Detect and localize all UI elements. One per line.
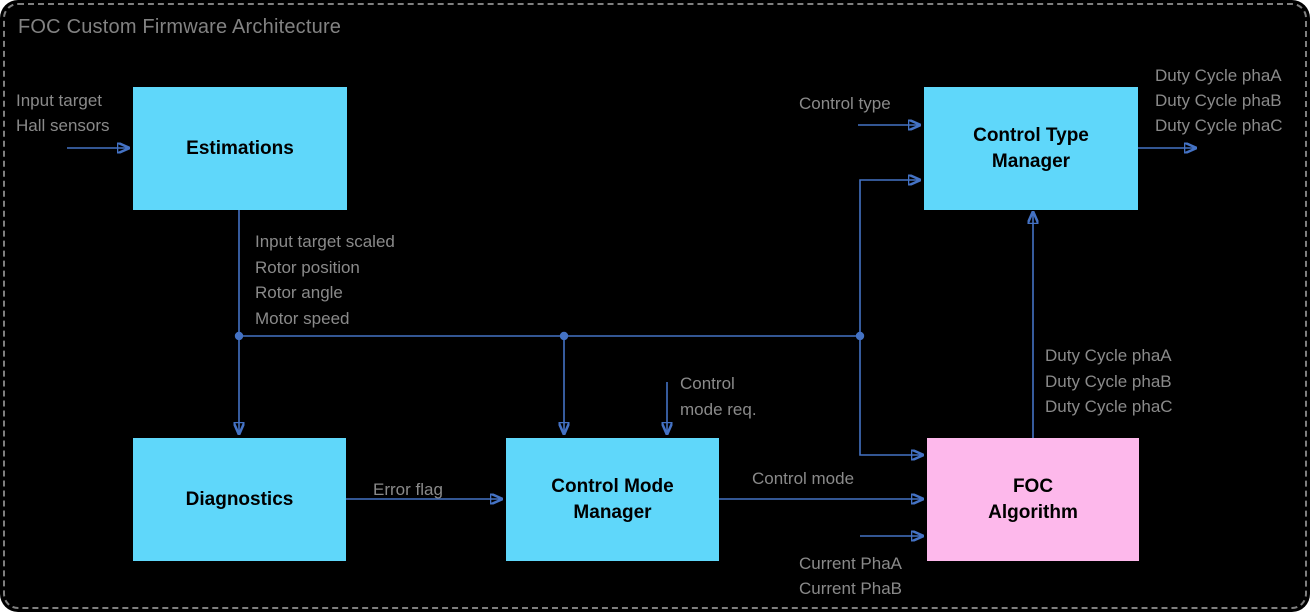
block-control-mode-manager: Control Mode Manager	[506, 438, 719, 561]
block-estimations: Estimations	[133, 87, 347, 210]
junction-dot-right	[855, 331, 865, 341]
junction-dot-left	[234, 331, 244, 341]
block-control-type-manager: Control Type Manager	[924, 87, 1138, 210]
junction-dot-middle	[559, 331, 569, 341]
label-currents: Current PhaA Current PhaB	[799, 554, 902, 598]
label-control-mode: Control mode	[752, 469, 855, 488]
arrow-bus-to-control-type-manager	[859, 180, 920, 336]
label-error-flag: Error flag	[373, 480, 443, 499]
label-duty-cycle-outputs: Duty Cycle phaA Duty Cycle phaB Duty Cyc…	[1155, 66, 1283, 135]
block-diagnostics: Diagnostics	[133, 438, 346, 561]
arrow-bus-to-foc-algorithm	[859, 336, 923, 455]
label-estimation-outputs: Input target scaled Rotor position Rotor…	[255, 232, 395, 328]
label-control-type: Control type	[799, 94, 891, 113]
block-foc-algorithm: FOC Algorithm	[927, 438, 1139, 561]
diagram-title: FOC Custom Firmware Architecture	[18, 16, 342, 38]
label-input-target-hall-sensors: Input target Hall sensors	[16, 91, 110, 135]
label-duty-cycle-internal: Duty Cycle phaA Duty Cycle phaB Duty Cyc…	[1045, 346, 1173, 416]
label-control-mode-req: Control mode req.	[680, 374, 757, 419]
